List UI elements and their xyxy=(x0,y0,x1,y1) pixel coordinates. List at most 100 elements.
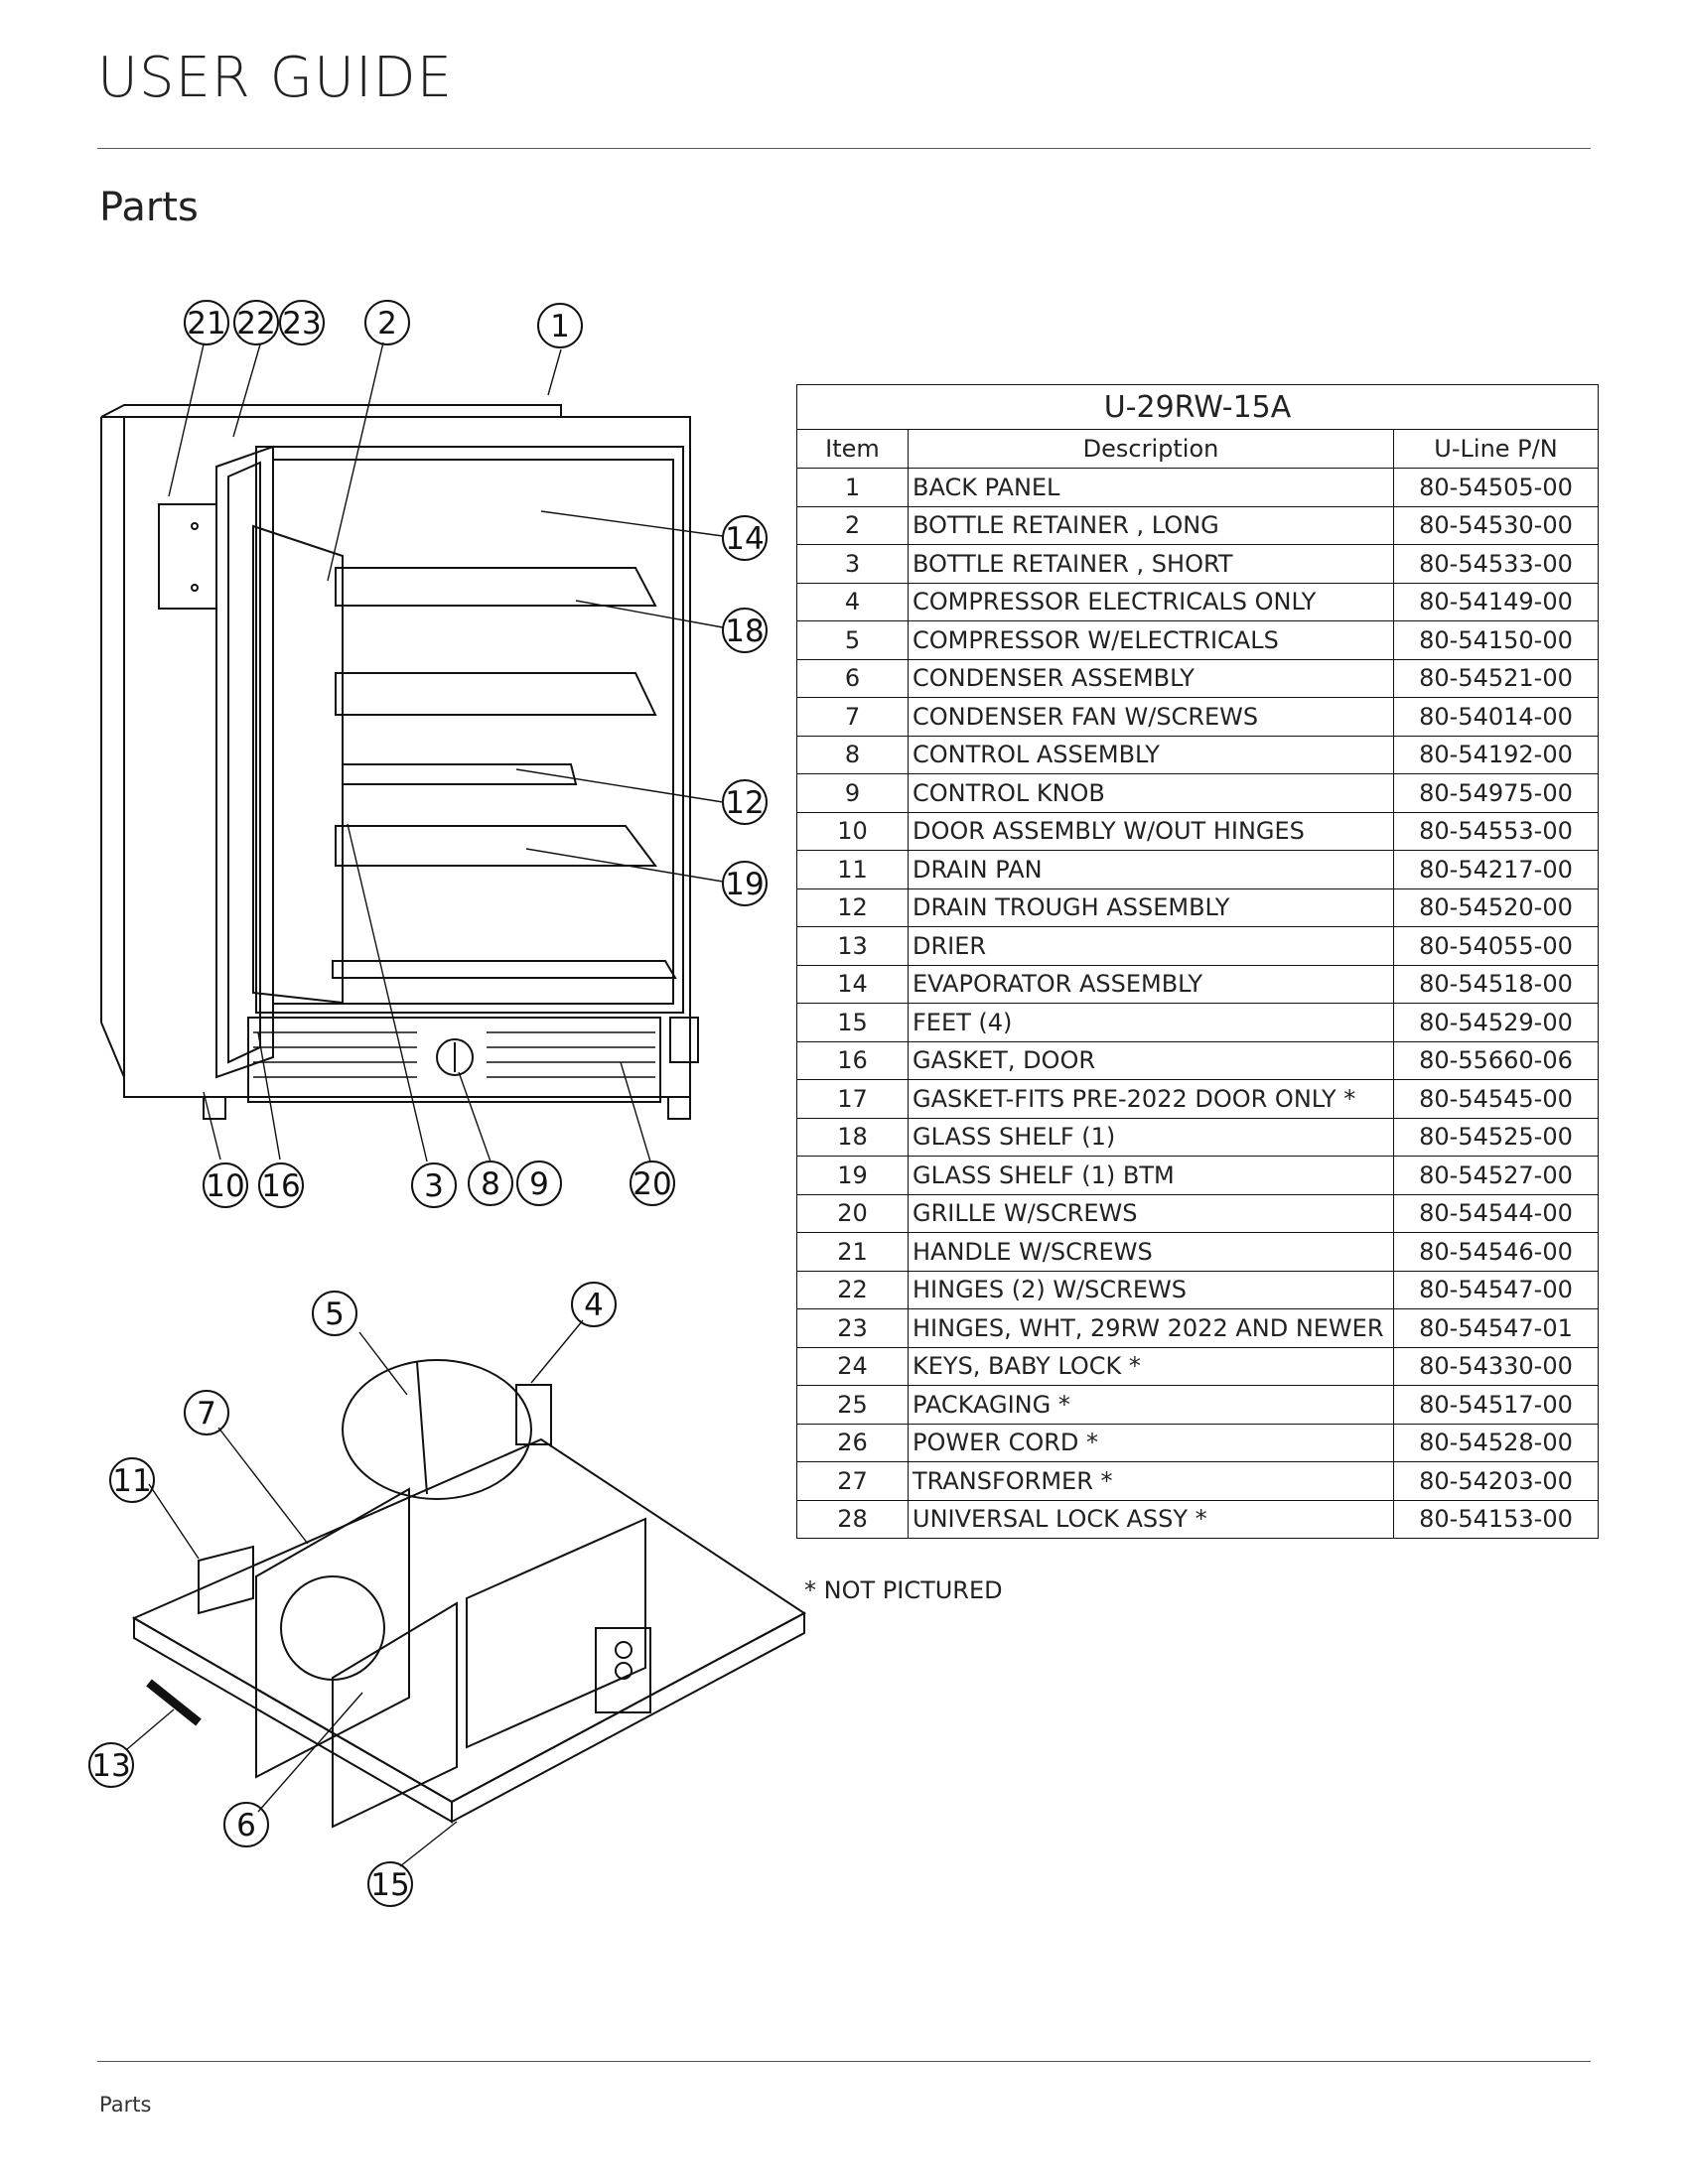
callout-leader-lines xyxy=(126,341,724,1867)
part-number-cell: 80-54149-00 xyxy=(1393,582,1599,621)
callout-2-label: 2 xyxy=(377,306,397,341)
callout-circles xyxy=(88,300,768,1907)
item-cell: 16 xyxy=(796,1040,909,1080)
item-cell: 19 xyxy=(796,1156,909,1195)
part-number-cell: 80-54544-00 xyxy=(1393,1193,1599,1233)
callout-5-circle xyxy=(312,1291,357,1336)
description-cell: DRAIN PAN xyxy=(908,850,1394,889)
description-cell: CONTROL KNOB xyxy=(908,773,1394,813)
callout-5-label: 5 xyxy=(325,1297,345,1332)
part-number-cell: 80-54150-00 xyxy=(1393,620,1599,660)
item-cell: 20 xyxy=(796,1193,909,1233)
part-number-cell: 80-54553-00 xyxy=(1393,811,1599,851)
part-number-cell: 80-54533-00 xyxy=(1393,544,1599,584)
description-cell: FEET (4) xyxy=(908,1003,1394,1042)
item-cell: 26 xyxy=(796,1423,909,1462)
callout-13-circle xyxy=(88,1742,134,1788)
part-number-cell: 80-54505-00 xyxy=(1393,468,1599,507)
callout-11-label: 11 xyxy=(112,1463,151,1499)
callout-21-label: 21 xyxy=(187,306,225,341)
part-number-cell: 80-54521-00 xyxy=(1393,658,1599,698)
item-cell: 5 xyxy=(796,620,909,660)
description-cell: GASKET, DOOR xyxy=(908,1040,1394,1080)
description-cell: BOTTLE RETAINER , SHORT xyxy=(908,544,1394,584)
item-cell: 23 xyxy=(796,1308,909,1348)
callout-12-circle xyxy=(722,779,768,825)
header-divider xyxy=(97,148,1591,149)
item-cell: 24 xyxy=(796,1346,909,1386)
description-cell: DRAIN TROUGH ASSEMBLY xyxy=(908,887,1394,927)
description-cell: CONDENSER ASSEMBLY xyxy=(908,658,1394,698)
callout-16-circle xyxy=(258,1162,304,1208)
part-number-cell: 80-54975-00 xyxy=(1393,773,1599,813)
callout-19-label: 19 xyxy=(725,867,764,902)
callout-1-label: 1 xyxy=(550,309,570,344)
item-cell: 15 xyxy=(796,1003,909,1042)
item-cell: 7 xyxy=(796,697,909,737)
description-cell: BOTTLE RETAINER , LONG xyxy=(908,505,1394,545)
callout-20-label: 20 xyxy=(633,1166,671,1202)
part-number-cell: 80-54192-00 xyxy=(1393,735,1599,774)
item-cell: 13 xyxy=(796,926,909,966)
item-cell: 12 xyxy=(796,887,909,927)
callout-20-circle xyxy=(630,1160,675,1206)
base-assembly-drawing xyxy=(131,1359,806,1829)
item-cell: 6 xyxy=(796,658,909,698)
callout-12-label: 12 xyxy=(725,785,764,821)
callout-21-circle xyxy=(184,300,229,345)
item-cell: 10 xyxy=(796,811,909,851)
callout-15-label: 15 xyxy=(370,1867,409,1903)
page-header-title: USER GUIDE xyxy=(97,46,454,110)
part-number-cell: 80-54547-01 xyxy=(1393,1308,1599,1348)
callout-3-circle xyxy=(411,1162,457,1208)
item-cell: 9 xyxy=(796,773,909,813)
description-cell: POWER CORD * xyxy=(908,1423,1394,1462)
item-cell: 27 xyxy=(796,1461,909,1501)
part-number-cell: 80-54545-00 xyxy=(1393,1079,1599,1119)
description-cell: EVAPORATOR ASSEMBLY xyxy=(908,964,1394,1004)
description-cell: COMPRESSOR W/ELECTRICALS xyxy=(908,620,1394,660)
part-number-cell: 80-54520-00 xyxy=(1393,887,1599,927)
part-number-cell: 80-54527-00 xyxy=(1393,1156,1599,1195)
item-cell: 4 xyxy=(796,582,909,621)
description-cell: HINGES, WHT, 29RW 2022 AND NEWER xyxy=(908,1308,1394,1348)
callout-22-label: 22 xyxy=(236,306,275,341)
description-cell: CONTROL ASSEMBLY xyxy=(908,735,1394,774)
description-cell: CONDENSER FAN W/SCREWS xyxy=(908,697,1394,737)
callout-16-label: 16 xyxy=(261,1168,300,1204)
callout-8-circle xyxy=(468,1160,513,1206)
part-number-cell: 80-54546-00 xyxy=(1393,1232,1599,1272)
description-cell: GLASS SHELF (1) xyxy=(908,1117,1394,1157)
item-cell: 21 xyxy=(796,1232,909,1272)
callout-7-circle xyxy=(184,1390,229,1435)
description-cell: GRILLE W/SCREWS xyxy=(908,1193,1394,1233)
part-number-cell: 80-54517-00 xyxy=(1393,1385,1599,1425)
callout-4-label: 4 xyxy=(584,1288,604,1323)
callout-14-circle xyxy=(722,515,768,561)
item-cell: 18 xyxy=(796,1117,909,1157)
part-number-cell: 80-54528-00 xyxy=(1393,1423,1599,1462)
description-cell: PACKAGING * xyxy=(908,1385,1394,1425)
callout-1-circle xyxy=(537,303,583,348)
part-number-cell: 80-55660-06 xyxy=(1393,1040,1599,1080)
parts-table: U-29RW-15A Item Description U-Line P/N 1… xyxy=(796,384,1599,1539)
item-cell: 1 xyxy=(796,468,909,507)
description-cell: KEYS, BABY LOCK * xyxy=(908,1346,1394,1386)
callout-2-circle xyxy=(364,300,410,345)
